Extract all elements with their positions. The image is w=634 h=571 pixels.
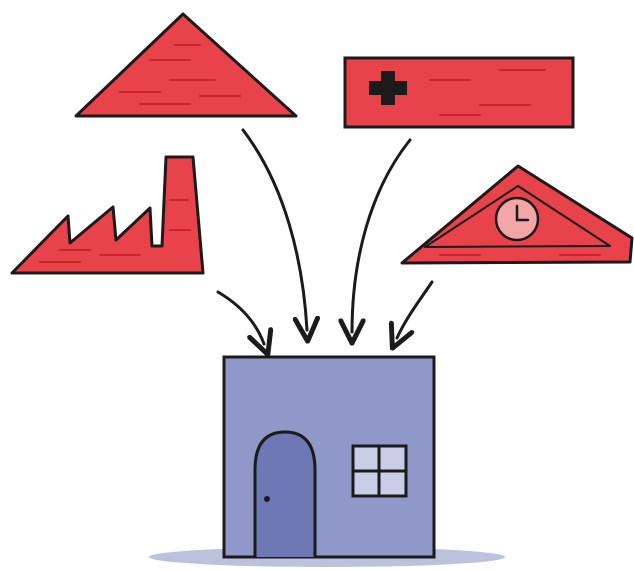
door-knob — [264, 496, 270, 502]
triangle-roof-icon — [76, 14, 296, 116]
arrow-from-triangle-roof — [243, 130, 307, 330]
house-door — [255, 432, 315, 557]
house-icon — [149, 357, 505, 567]
arrow-from-hospital — [352, 140, 410, 332]
hospital-cross-icon — [345, 58, 573, 127]
clock-gable-icon — [402, 166, 632, 263]
factory-icon — [12, 157, 203, 273]
arrow-from-clock-gable — [397, 282, 432, 338]
arrow-from-factory — [218, 292, 264, 344]
arrows — [218, 130, 432, 344]
